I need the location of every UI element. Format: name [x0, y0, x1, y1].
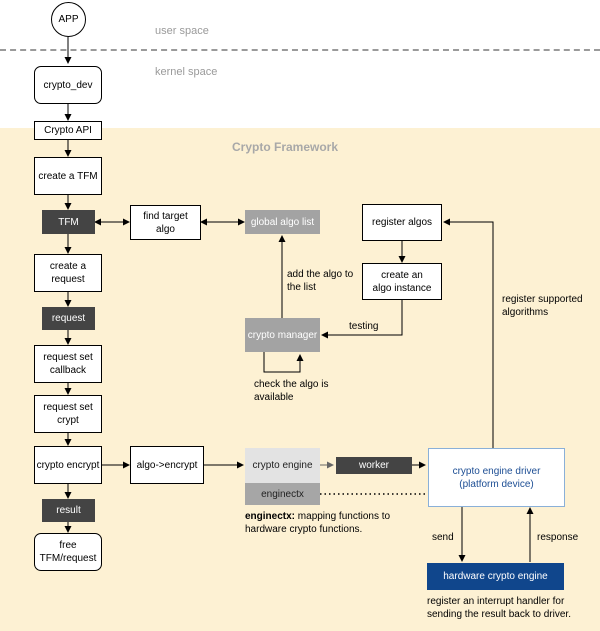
tfm-node: TFM [42, 210, 95, 234]
arrow-manager-selfcheck [263, 352, 304, 373]
enginectx-annotation-term: enginectx: [245, 511, 296, 522]
create-tfm-node: create a TFM [34, 157, 102, 195]
register-algos-node: register algos [362, 204, 442, 241]
user-space-label: user space [155, 25, 209, 37]
crypto-dev-node: crypto_dev [34, 66, 102, 104]
enginectx-node: enginectx [245, 483, 320, 505]
send-annotation: send [432, 532, 454, 543]
request-set-crypt-node: request set crypt [34, 395, 102, 433]
app-node: APP [51, 2, 86, 37]
interrupt-handler-annotation: register an interrupt handler for sendin… [427, 596, 571, 620]
global-algo-list-node: global algo list [245, 210, 320, 234]
request-node: request [42, 307, 95, 330]
hardware-crypto-engine-node: hardware crypto engine [427, 563, 564, 590]
enginectx-annotation: enginectx: mapping functions to hardware… [245, 510, 405, 536]
crypto-api-node: Crypto API [34, 121, 102, 140]
free-tfm-request-node: free TFM/request [34, 533, 102, 571]
crypto-engine-driver-node: crypto engine driver (platform device) [428, 448, 565, 507]
check-algo-annotation: check the algo is available [254, 379, 329, 403]
result-node: result [42, 499, 95, 522]
create-algo-instance-node: create an algo instance [362, 263, 442, 300]
create-request-node: create a request [34, 254, 102, 292]
worker-node: worker [336, 457, 412, 474]
arrow-instance-manager [321, 300, 403, 339]
crypto-manager-node: crypto manager [245, 318, 320, 352]
algo-encrypt-node: algo->encrypt [130, 446, 204, 484]
request-set-callback-node: request set callback [34, 345, 102, 383]
enginectx-annotation-text: mapping functions to hardware crypto fun… [245, 511, 391, 535]
crypto-encrypt-node: crypto encrypt [34, 446, 102, 484]
response-annotation: response [537, 532, 579, 543]
register-supported-annotation: register supported algorithms [502, 294, 583, 318]
find-target-algo-node: find target algo [130, 205, 201, 240]
testing-annotation: testing [349, 321, 379, 332]
crypto-engine-node: crypto engine [245, 448, 320, 483]
crypto-framework-title: Crypto Framework [232, 140, 339, 154]
kernel-space-label: kernel space [155, 66, 218, 78]
user-kernel-divider [0, 49, 600, 51]
arrow-driver-registeralgos [443, 218, 494, 448]
add-algo-annotation: add the algo to the list [287, 269, 354, 293]
